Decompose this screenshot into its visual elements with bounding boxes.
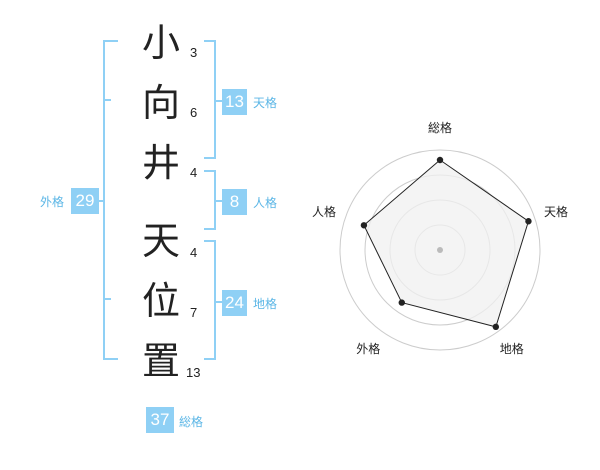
radar-point-1 [525,218,532,225]
tenkaku-badge: 13 [222,89,247,115]
stroke-count-2: 6 [190,105,198,120]
name-char-3: 井 [141,141,180,185]
radar-point-4 [360,222,368,229]
name-char-5: 位 [141,279,180,323]
chikaku-badge: 24 [222,290,247,316]
tenkaku-label: 天格 [253,96,278,110]
name-char-2: 向 [141,81,180,125]
name-char-1: 小 [141,21,180,65]
stroke-count-6: 13 [186,365,201,380]
radar-axis-label-4: 人格 [311,205,336,220]
radar-point-3 [398,299,405,306]
radar-axis-label-2: 地格 [499,341,524,356]
stroke-count-1: 3 [190,45,198,60]
gaikaku-badge: 29 [71,188,99,214]
jinkaku-label: 人格 [253,196,278,210]
radar-point-0 [436,156,444,164]
chikaku-label: 地格 [253,297,278,311]
gaikaku-label: 外格 [40,195,65,209]
radar-axis-label-1: 天格 [544,205,569,220]
soukaku-label: 総格 [179,415,204,429]
jinkaku-badge: 8 [222,189,247,215]
radar-axis-label-0: 総格 [428,121,453,135]
soukaku-badge: 37 [146,407,174,433]
name-char-4: 天 [141,219,180,263]
radar-point-2 [492,323,500,331]
stroke-count-5: 7 [190,305,198,320]
radar-polygon [363,159,530,328]
radar-axis-label-3: 外格 [356,341,381,356]
stroke-count-4: 4 [190,245,198,260]
name-char-6: 置 [141,339,180,383]
stroke-count-3: 4 [190,165,198,180]
radar-center-dot [437,247,443,253]
